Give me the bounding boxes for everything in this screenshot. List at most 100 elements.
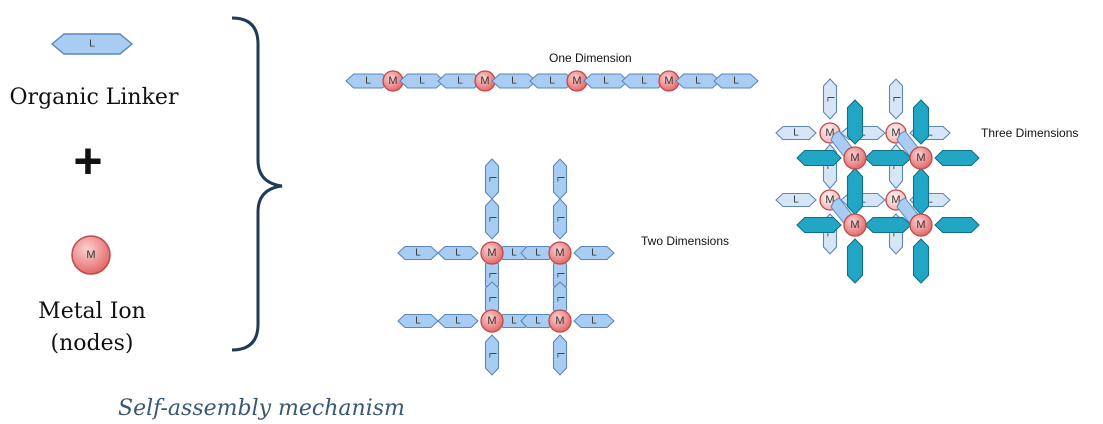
linker: L bbox=[484, 158, 500, 200]
linker-symbol: L bbox=[415, 316, 421, 327]
metal-symbol: M bbox=[86, 249, 95, 261]
linker: L bbox=[775, 125, 817, 141]
linker-symbol: L bbox=[891, 231, 902, 237]
metal-symbol: M bbox=[487, 315, 496, 327]
linker-symbol: L bbox=[891, 96, 902, 102]
linker: L bbox=[775, 192, 817, 208]
linker bbox=[864, 149, 912, 167]
metal-node: M bbox=[843, 213, 867, 237]
metal-node: M bbox=[843, 146, 867, 170]
linker: L bbox=[573, 245, 615, 261]
metal-node: M bbox=[909, 213, 933, 237]
linker: L bbox=[437, 245, 479, 261]
brace bbox=[231, 16, 283, 352]
linker bbox=[846, 238, 864, 284]
linker-symbol: L bbox=[591, 316, 597, 327]
metal-symbol: M bbox=[891, 194, 900, 206]
linker bbox=[934, 216, 980, 234]
metal-symbol: M bbox=[388, 75, 397, 87]
plus-sign: + bbox=[73, 133, 102, 189]
metal-symbol: M bbox=[555, 247, 564, 259]
linker-symbol: L bbox=[487, 216, 498, 222]
linker-symbol: L bbox=[419, 76, 425, 87]
linker-symbol: L bbox=[555, 216, 566, 222]
one-dimension-label: One Dimension bbox=[549, 51, 632, 65]
linker: L bbox=[484, 198, 500, 240]
linker-symbol: L bbox=[511, 76, 517, 87]
organic-linker-label: Organic Linker bbox=[10, 85, 179, 110]
linker: L bbox=[484, 334, 500, 376]
linker-symbol: L bbox=[549, 76, 555, 87]
linker: L bbox=[822, 78, 838, 120]
linker-symbol: L bbox=[891, 164, 902, 170]
three-dimension-framework: LLLLLLLLLLLLMMMMMMMM bbox=[775, 78, 980, 284]
three-dimensions-label: Three Dimensions bbox=[981, 126, 1078, 140]
linker-symbol: L bbox=[455, 316, 461, 327]
linker-symbol: L bbox=[487, 272, 498, 278]
two-dimensions-label: Two Dimensions bbox=[641, 234, 729, 248]
linker-symbol: L bbox=[793, 128, 799, 139]
metal-symbol: M bbox=[480, 75, 489, 87]
linker: L bbox=[397, 313, 439, 329]
metal-node: M bbox=[480, 241, 504, 265]
linker bbox=[846, 99, 864, 145]
linker: L bbox=[552, 158, 568, 200]
linker-symbol: L bbox=[535, 248, 541, 259]
linker-symbol: L bbox=[591, 248, 597, 259]
metal-symbol: M bbox=[555, 315, 564, 327]
metal-ion-icon bbox=[71, 235, 111, 275]
linker bbox=[912, 238, 930, 284]
metal-symbol: M bbox=[487, 247, 496, 259]
linker-symbol: L bbox=[860, 128, 866, 139]
metal-node: M bbox=[548, 241, 572, 265]
linker: L bbox=[552, 334, 568, 376]
linker-symbol: L bbox=[927, 195, 933, 206]
linker bbox=[796, 149, 842, 167]
metal-symbol: M bbox=[916, 152, 925, 164]
linker bbox=[912, 99, 930, 145]
linker-symbol: L bbox=[860, 195, 866, 206]
metal-symbol: M bbox=[850, 152, 859, 164]
metal-symbol: M bbox=[825, 127, 834, 139]
nodes-label: (nodes) bbox=[51, 331, 134, 356]
linker bbox=[912, 167, 930, 216]
linker-symbol: L bbox=[793, 195, 799, 206]
linker-symbol: L bbox=[825, 231, 836, 237]
linker-symbol: L bbox=[487, 352, 498, 358]
metal-ion-label: Metal Ion bbox=[38, 299, 146, 324]
linker-symbol: L bbox=[825, 96, 836, 102]
metal-symbol: M bbox=[891, 127, 900, 139]
linker bbox=[934, 149, 980, 167]
linker-symbol: L bbox=[487, 296, 498, 302]
linker-symbol: L bbox=[825, 164, 836, 170]
linker-symbol: L bbox=[415, 248, 421, 259]
linker-symbol: L bbox=[927, 128, 933, 139]
linker-symbol: L bbox=[733, 76, 739, 87]
linker: L bbox=[888, 78, 904, 120]
linker-symbol: L bbox=[535, 316, 541, 327]
linker: L bbox=[397, 245, 439, 261]
linker: L bbox=[552, 198, 568, 240]
linker-symbol: L bbox=[695, 76, 701, 87]
organic-linker-icon bbox=[50, 33, 134, 55]
linker-symbol: L bbox=[555, 272, 566, 278]
linker-symbol: L bbox=[511, 248, 517, 259]
metal-symbol: M bbox=[572, 75, 581, 87]
linker bbox=[796, 216, 842, 234]
linker bbox=[864, 216, 912, 234]
linker: L bbox=[573, 313, 615, 329]
linker-symbol: L bbox=[641, 76, 647, 87]
caption: Self-assembly mechanism bbox=[118, 396, 405, 421]
linker-symbol: L bbox=[555, 296, 566, 302]
linker-symbol: L bbox=[555, 352, 566, 358]
linker-symbol: L bbox=[511, 316, 517, 327]
linker: L bbox=[437, 313, 479, 329]
linker-symbol: L bbox=[487, 176, 498, 182]
linker-symbol: L bbox=[365, 76, 371, 87]
linker bbox=[846, 167, 864, 216]
linker-symbol: L bbox=[455, 248, 461, 259]
linker-symbol: L bbox=[555, 176, 566, 182]
linker-symbol: L bbox=[457, 76, 463, 87]
metal-symbol: M bbox=[825, 194, 834, 206]
